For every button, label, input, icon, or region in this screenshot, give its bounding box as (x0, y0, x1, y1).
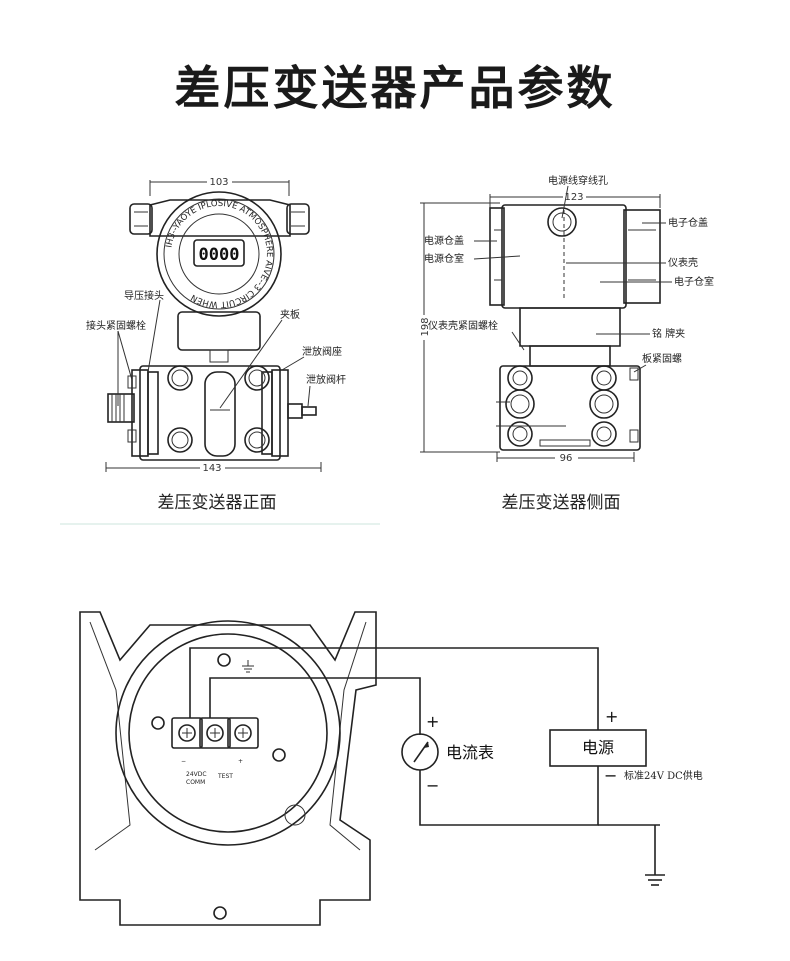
ammeter-plus: + (426, 712, 439, 731)
side-view: 电源线穿线孔 123 198 (420, 174, 714, 513)
terminal-test-label: TEST (217, 773, 233, 780)
flange-bolts (167, 365, 270, 453)
label-plate-bolt: 板紧固螺 (642, 352, 682, 365)
caption-front: 差压变送器正面 (158, 493, 277, 513)
power-supply-box (549, 729, 647, 767)
label-pressure-connector: 导压接头 (124, 289, 164, 302)
caption-side: 差压变送器侧面 (502, 493, 621, 513)
terminal-block (171, 717, 259, 749)
power-minus: − (604, 766, 617, 785)
label-clamp-plate: 夹板 (280, 308, 300, 321)
label-connector-bolt: 接头紧固螺栓 (86, 319, 146, 332)
wiring-diagram: − + 24VDC COMM TEST + − 电流表 电源 + − 标准24V… (79, 611, 703, 926)
power-plus: + (605, 707, 618, 726)
dim-bottom-front: 143 (202, 463, 221, 474)
terminal-comm-label: COMM (186, 779, 205, 786)
housing-outline (79, 611, 377, 926)
label-drain-seat: 泄放阀座 (302, 345, 342, 358)
label-housing: 仪表壳 (668, 256, 698, 269)
ammeter-minus: − (426, 776, 439, 795)
display-readout: 0000 (199, 245, 240, 265)
label-power-cover: 电源仓盖 (424, 234, 464, 247)
label-housing-bolt: 仪表壳紧固螺栓 (428, 319, 498, 332)
label-cable-hole: 电源线穿线孔 (548, 174, 608, 187)
dim-top-front: 103 (209, 177, 228, 188)
power-note: 标准24V DC供电 (624, 769, 703, 782)
label-nameplate: 铭 牌夹 (652, 327, 685, 340)
label-electronic-chamber: 电子仓室 (674, 275, 714, 288)
label-power-chamber: 电源仓室 (424, 252, 464, 265)
dim-top-side: 123 (564, 192, 583, 203)
ammeter-symbol (401, 733, 439, 771)
page-title: 差压变送器产品参数 (174, 61, 616, 115)
terminal-minus-label: − (181, 758, 186, 765)
dim-bottom-side: 96 (560, 453, 573, 464)
label-electronic-cover: 电子仓盖 (668, 216, 708, 229)
terminal-24vdc-label: 24VDC (186, 771, 207, 778)
label-drain-rod: 泄放阀杆 (306, 373, 346, 386)
terminal-plus-label: + (238, 758, 243, 765)
power-supply-label: 电源 (582, 738, 614, 757)
dim-left-side: 198 (420, 317, 431, 336)
front-view: 103 0000 IH3--YAOYE IPLOSIVE ATMOSPHERE … (60, 177, 380, 525)
ammeter-label: 电流表 (446, 743, 494, 762)
